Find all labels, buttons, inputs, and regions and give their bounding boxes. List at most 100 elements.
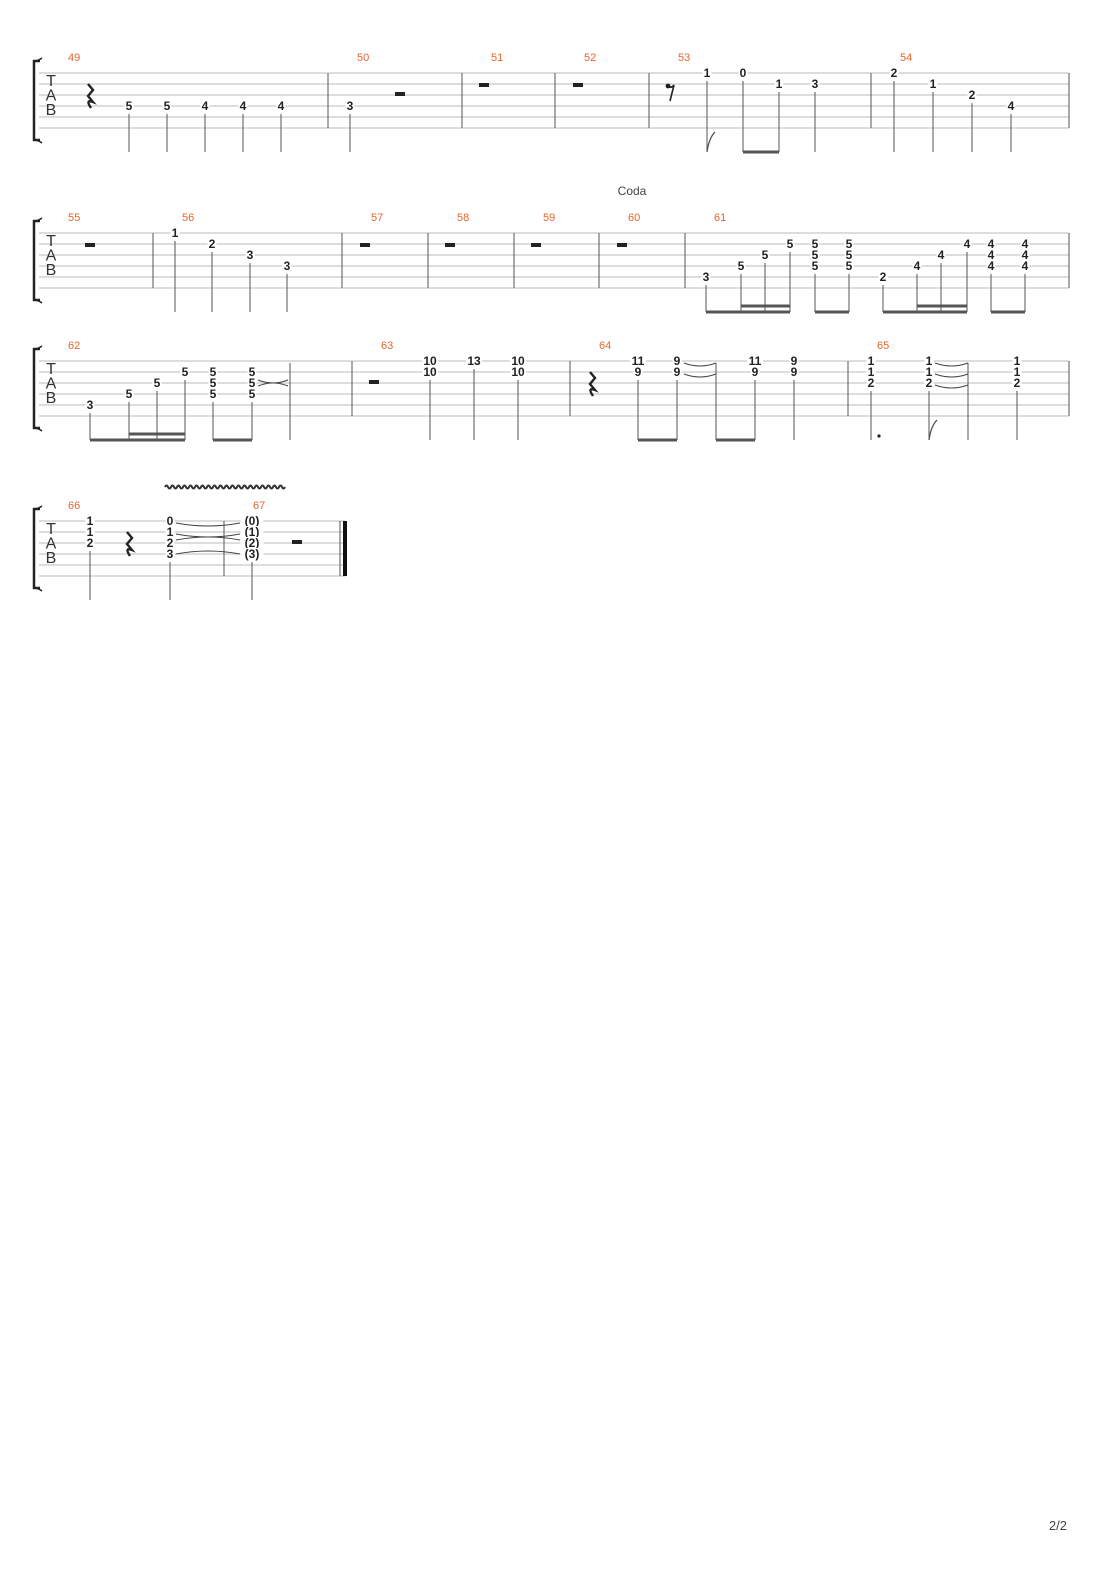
bracket-hook (33, 299, 43, 304)
fret-number: (1) (245, 525, 260, 539)
fret-number: 2 (926, 376, 933, 390)
fret-mask (962, 238, 972, 249)
fret-number: 4 (1008, 99, 1015, 113)
fret-mask (240, 548, 264, 559)
fret-number: 9 (635, 365, 642, 379)
fret-mask (85, 537, 95, 548)
fret-number: 5 (210, 365, 217, 379)
tie-arc (934, 384, 969, 389)
fret-number: 1 (868, 354, 875, 368)
fret-number: 4 (988, 237, 995, 251)
fret-number: 9 (752, 365, 759, 379)
fret-number: 1 (1014, 365, 1021, 379)
quarter-rest (588, 371, 599, 397)
fret-mask (810, 260, 820, 271)
tie-arc (257, 382, 289, 387)
fret-number: 4 (988, 259, 995, 273)
whole-rest (573, 83, 583, 87)
fret-number: 5 (164, 99, 171, 113)
fret-mask (789, 366, 799, 377)
fret-number: 2 (1014, 376, 1021, 390)
fret-mask (789, 355, 799, 366)
fret-number: 11 (632, 354, 645, 368)
whole-rest (360, 243, 370, 247)
half-rest (292, 540, 302, 544)
fret-mask (510, 355, 526, 366)
tab-clef-letter: A (46, 376, 57, 393)
tab-clef-letter: T (46, 361, 56, 378)
fret-mask (1012, 355, 1022, 366)
fret-number: (2) (245, 536, 260, 550)
whole-rest (531, 243, 541, 247)
tie-arc (175, 536, 241, 541)
fret-mask (924, 377, 934, 388)
fret-mask (247, 388, 257, 399)
fret-mask (889, 67, 899, 78)
fret-number: 5 (249, 365, 256, 379)
bar-number: 55 (68, 212, 80, 224)
eighth-rest (667, 84, 675, 102)
quarter-rest (125, 531, 136, 557)
fret-number: 3 (347, 99, 354, 113)
fret-mask (1020, 238, 1030, 249)
fret-number: 2 (209, 237, 216, 251)
fret-number: 0 (167, 514, 174, 528)
fret-number: 3 (812, 77, 819, 91)
fret-number: 5 (846, 248, 853, 262)
fret-mask (247, 366, 257, 377)
fret-number: 5 (126, 387, 133, 401)
half-rest (395, 92, 405, 96)
fret-number: 3 (247, 248, 254, 262)
fret-mask (207, 238, 217, 249)
fret-number: 10 (511, 365, 525, 379)
fret-mask (738, 67, 748, 78)
fret-number: 13 (467, 354, 481, 368)
fret-mask (208, 377, 218, 388)
fret-number: 1 (87, 514, 94, 528)
fret-mask (760, 249, 770, 260)
fret-number: 5 (249, 387, 256, 401)
fret-mask (672, 355, 682, 366)
fret-mask (165, 526, 175, 537)
duration-dot (877, 434, 881, 438)
fret-number: 5 (154, 376, 161, 390)
tie-arc (683, 362, 717, 367)
fret-number: 5 (812, 248, 819, 262)
fret-number: 1 (930, 77, 937, 91)
fret-mask (986, 238, 996, 249)
tie-arc (934, 373, 969, 378)
tab-clef-letter: B (46, 390, 57, 407)
fret-mask (208, 366, 218, 377)
fret-number: 5 (210, 376, 217, 390)
fret-number: 3 (87, 398, 94, 412)
fret-number: 5 (126, 99, 133, 113)
tab-clef-letter: B (46, 262, 57, 279)
fret-mask (701, 271, 711, 282)
tab-clef-letter: A (46, 536, 57, 553)
fret-mask (240, 526, 264, 537)
bar-number: 59 (543, 212, 555, 224)
fret-number: 5 (846, 237, 853, 251)
fret-number: 2 (880, 270, 887, 284)
bar-number: 62 (68, 340, 80, 352)
fret-mask (1006, 100, 1016, 111)
fret-mask (866, 355, 876, 366)
fret-mask (810, 249, 820, 260)
fret-mask (510, 366, 526, 377)
fret-mask (245, 249, 255, 260)
tie-arc (175, 550, 241, 555)
fret-number: 4 (988, 248, 995, 262)
fret-mask (750, 366, 760, 377)
fret-mask (124, 388, 134, 399)
fret-number: 5 (787, 237, 794, 251)
fret-mask (774, 78, 784, 89)
fret-number: 4 (278, 99, 285, 113)
fret-mask (240, 515, 264, 526)
page-number: 2/2 (1048, 1518, 1067, 1533)
fret-mask (422, 355, 438, 366)
fret-number: 4 (1022, 248, 1029, 262)
fret-number: 4 (938, 248, 945, 262)
fret-mask (1020, 260, 1030, 271)
fret-number: 5 (210, 387, 217, 401)
